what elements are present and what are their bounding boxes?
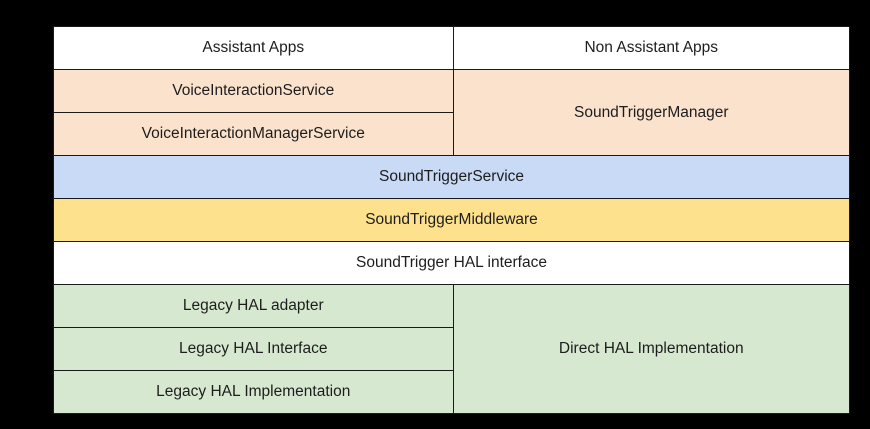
table-row-legacy-hal-interface: Legacy HAL Interface	[53, 327, 850, 371]
cell-voice-interaction-service: VoiceInteractionService	[53, 69, 454, 113]
table-row-legacy-hal-adapter: Legacy HAL adapter Direct HAL Implementa…	[53, 284, 850, 414]
table-row-legacy-hal-implementation: Legacy HAL Implementation	[53, 370, 850, 414]
cell-legacy-hal-adapter: Legacy HAL adapter	[53, 284, 454, 328]
cell-non-assistant-apps: Non Assistant Apps	[452, 26, 850, 70]
table-row-soundtrigger-middleware: SoundTriggerMiddleware	[53, 198, 850, 242]
soundtrigger-layer-diagram: Assistant Apps Non Assistant Apps VoiceI…	[53, 26, 850, 414]
cell-soundtrigger-middleware: SoundTriggerMiddleware	[53, 198, 850, 242]
cell-voice-interaction-manager-service: VoiceInteractionManagerService	[53, 112, 454, 156]
cell-soundtrigger-hal-interface: SoundTrigger HAL interface	[53, 241, 850, 285]
cell-legacy-hal-implementation: Legacy HAL Implementation	[53, 370, 454, 414]
cell-legacy-hal-interface: Legacy HAL Interface	[53, 327, 454, 371]
cell-soundtrigger-service: SoundTriggerService	[53, 155, 850, 199]
cell-direct-hal-implementation: Direct HAL Implementation	[452, 284, 850, 414]
layer-table: Assistant Apps Non Assistant Apps VoiceI…	[53, 26, 850, 414]
cell-assistant-apps: Assistant Apps	[53, 26, 454, 70]
cell-soundtrigger-manager: SoundTriggerManager	[452, 69, 850, 156]
table-row-apps: Assistant Apps Non Assistant Apps	[53, 26, 850, 70]
table-row-soundtrigger-service: SoundTriggerService	[53, 155, 850, 199]
table-row-voice-interaction-manager-service: VoiceInteractionManagerService	[53, 112, 850, 156]
table-row-soundtrigger-hal-interface: SoundTrigger HAL interface	[53, 241, 850, 285]
table-row-voice-interaction-service: VoiceInteractionService SoundTriggerMana…	[53, 69, 850, 156]
